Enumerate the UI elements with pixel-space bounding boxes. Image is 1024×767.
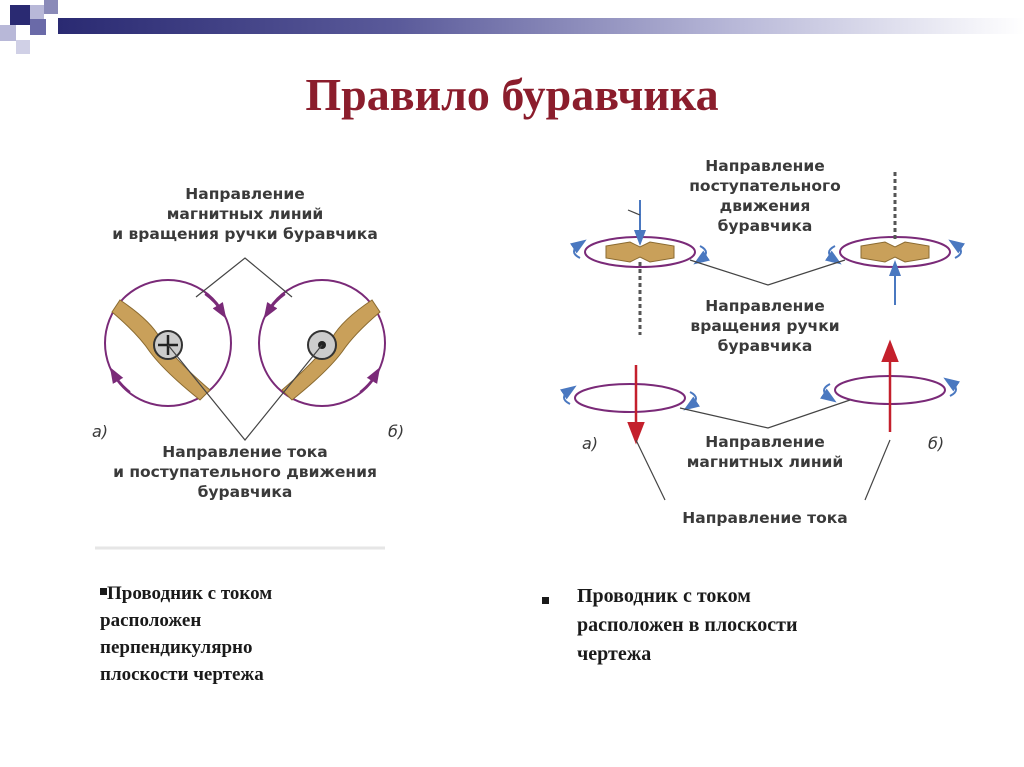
right-label-rotation: Направление вращения ручки буравчика [650, 296, 880, 356]
right-diagram-top-b [825, 172, 965, 305]
corner-decoration [0, 0, 60, 60]
label-line: буравчика [197, 483, 293, 501]
left-label-magnetic-rotation: Направление магнитных линий и вращения р… [60, 184, 430, 244]
left-diagram-circle-a [104, 279, 232, 407]
right-caption: Проводник с током расположен в плоскости… [577, 582, 957, 669]
caption-line: чертежа [577, 643, 652, 665]
label-line: Направление [705, 433, 825, 451]
left-diagram-connectors [167, 257, 323, 441]
left-diagram-circle-b [258, 279, 386, 407]
caption-line: плоскости чертежа [100, 664, 264, 685]
label-line: и вращения ручки буравчика [112, 225, 378, 243]
label-line: и поступательного движения [113, 463, 377, 481]
right-label-current: Направление тока [682, 509, 848, 527]
caption-line: Проводник с током [577, 585, 751, 607]
left-caption: Проводник с током расположен перпендикул… [100, 580, 400, 688]
label-line: буравчика [717, 337, 813, 355]
label-line: Направление [705, 157, 825, 175]
caption-line: расположен в плоскости [577, 614, 798, 636]
label-line: буравчика [717, 217, 813, 235]
right-letter-a: а) [582, 434, 599, 453]
right-diagram-bottom-a [560, 365, 700, 445]
bullet-icon [100, 588, 107, 596]
right-diagram-connectors [627, 209, 891, 501]
header-accent-bar [58, 18, 1024, 34]
label-line: Направление [185, 185, 305, 203]
right-letter-b: б) [928, 434, 945, 453]
left-label-current-motion: Направление тока и поступательного движе… [60, 442, 430, 502]
caption-line: перпендикулярно [100, 637, 253, 658]
left-letter-a: а) [92, 422, 109, 441]
page-title: Правило буравчика [305, 69, 719, 120]
label-line: Направление тока [162, 443, 328, 461]
bullet-icon [542, 597, 549, 604]
label-line: магнитных линий [166, 205, 324, 223]
right-diagram-top-a [570, 200, 710, 335]
right-label-magnetic: Направление магнитных линий [650, 432, 880, 472]
left-letter-b: б) [388, 422, 405, 441]
label-line: магнитных линий [686, 453, 844, 471]
caption-line: Проводник с током [107, 583, 273, 604]
caption-line: расположен [100, 610, 202, 631]
label-line: поступательного [689, 177, 841, 195]
right-diagram-bottom-b [820, 339, 960, 432]
right-label-translational: Направление поступательного движения бур… [650, 156, 880, 236]
label-line: Направление [705, 297, 825, 315]
label-line: движения [719, 197, 811, 215]
label-line: вращения ручки [690, 317, 840, 335]
